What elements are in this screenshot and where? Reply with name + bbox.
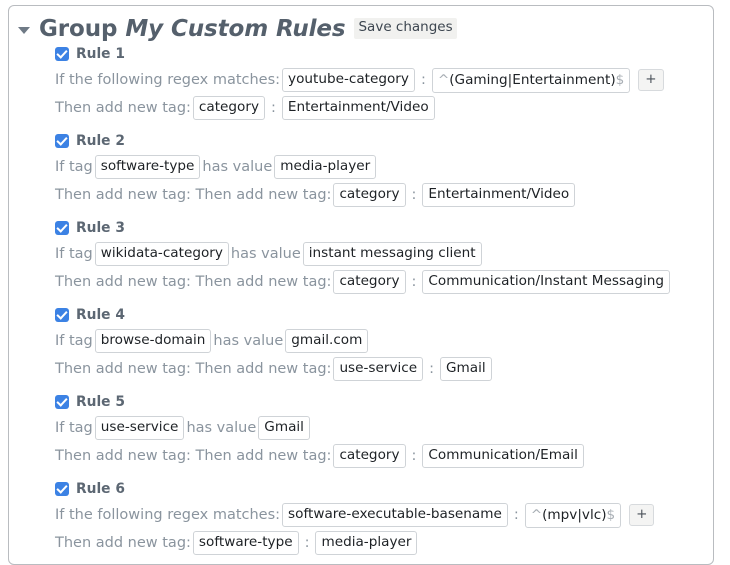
action-value-input[interactable]: media-player <box>315 530 418 556</box>
condition-tag-input[interactable]: youtube-category <box>282 67 415 93</box>
condition-value-input[interactable]: instant messaging client <box>302 241 482 267</box>
separator-colon: : <box>304 535 310 551</box>
action-tag-input[interactable]: category <box>333 182 406 208</box>
rule-name: Rule 2 <box>76 133 125 149</box>
action-tag-input[interactable]: software-type <box>192 530 299 556</box>
rule-condition-line: If tag browse-domain has value gmail.com <box>55 328 713 354</box>
has-value-label: has value <box>186 420 257 436</box>
action-value-input[interactable]: Entertainment/Video <box>281 95 435 121</box>
condition-value-input[interactable]: gmail.com <box>285 328 369 354</box>
rule-action-line: Then add new tag: Then add new tag: cate… <box>55 269 713 295</box>
action-label: Then add new tag: Then add new tag: <box>55 361 332 377</box>
rule-enabled-checkbox[interactable] <box>55 221 69 235</box>
rule-name: Rule 5 <box>76 394 125 410</box>
action-value-input[interactable]: Communication/Email <box>422 443 584 469</box>
has-value-label: has value <box>202 159 273 175</box>
rule-enabled-checkbox[interactable] <box>55 134 69 148</box>
rule-action-line: Then add new tag: category: Entertainment… <box>55 95 713 121</box>
rule-item: Rule 5 If tag use-service has value Gmail… <box>55 392 713 469</box>
condition-label: If tag <box>55 246 93 262</box>
rule-name: Rule 4 <box>76 307 125 323</box>
save-changes-button[interactable]: Save changes <box>354 18 457 39</box>
condition-label: If tag <box>55 420 93 436</box>
regex-end-anchor: $ <box>606 506 616 523</box>
group-name: My Custom Rules <box>125 16 346 42</box>
condition-label: If the following regex matches: <box>55 72 281 88</box>
regex-pattern: (Gaming|Entertainment) <box>449 71 616 88</box>
rule-condition-line: If the following regex matches: youtube-… <box>55 67 713 93</box>
rule-header: Rule 3 <box>55 218 713 238</box>
rule-item: Rule 2 If tag software-type has value med… <box>55 131 713 208</box>
rule-name: Rule 1 <box>76 46 125 62</box>
rules-list: Rule 1 If the following regex matches: yo… <box>9 40 713 556</box>
rule-action-line: Then add new tag: Then add new tag: cate… <box>55 443 713 469</box>
action-tag-input[interactable]: category <box>192 95 265 121</box>
rule-enabled-checkbox[interactable] <box>55 308 69 322</box>
separator-colon: : <box>411 274 417 290</box>
group-header: Group My Custom Rules Save changes <box>9 6 713 42</box>
regex-start-anchor: ^ <box>530 506 543 523</box>
action-label: Then add new tag: Then add new tag: <box>55 448 332 464</box>
rule-name: Rule 6 <box>76 481 125 497</box>
rule-action-line: Then add new tag: Then add new tag: use-… <box>55 356 713 382</box>
condition-regex-input[interactable]: ^(mpv|vlc)$ <box>524 502 622 528</box>
rule-item: Rule 4 If tag browse-domain has value gma… <box>55 305 713 382</box>
group-label: Group <box>39 16 118 42</box>
rule-item: Rule 6 If the following regex matches: so… <box>55 479 713 556</box>
action-label: Then add new tag: Then add new tag: <box>55 187 332 203</box>
rule-header: Rule 5 <box>55 392 713 412</box>
action-value-input[interactable]: Entertainment/Video <box>422 182 576 208</box>
condition-label: If the following regex matches: <box>55 507 281 523</box>
rule-header: Rule 1 <box>55 44 713 64</box>
separator-colon: : <box>271 100 276 116</box>
action-tag-input[interactable]: use-service <box>333 356 424 382</box>
has-value-label: has value <box>230 246 301 262</box>
has-value-label: has value <box>213 333 284 349</box>
regex-end-anchor: $ <box>615 71 625 88</box>
rule-name: Rule 3 <box>76 220 125 236</box>
rule-enabled-checkbox[interactable] <box>55 47 69 61</box>
condition-tag-input[interactable]: use-service <box>94 415 185 441</box>
rules-group-panel: Group My Custom Rules Save changes Rule … <box>8 5 714 565</box>
collapse-triangle-icon[interactable] <box>18 27 30 34</box>
separator-colon: : <box>411 448 417 464</box>
rule-action-line: Then add new tag: Then add new tag: cate… <box>55 182 713 208</box>
rule-condition-line: If tag use-service has value Gmail <box>55 415 713 441</box>
separator-colon: : <box>429 361 434 377</box>
rule-enabled-checkbox[interactable] <box>55 395 69 409</box>
rule-action-line: Then add new tag: software-type: media-pl… <box>55 530 713 556</box>
action-tag-input[interactable]: category <box>333 269 406 295</box>
action-value-input[interactable]: Gmail <box>440 356 492 382</box>
condition-tag-input[interactable]: browse-domain <box>94 328 212 354</box>
action-tag-input[interactable]: category <box>333 443 406 469</box>
condition-regex-input[interactable]: ^(Gaming|Entertainment)$ <box>431 67 631 93</box>
action-label: Then add new tag: Then add new tag: <box>55 274 332 290</box>
action-label: Then add new tag: <box>55 100 191 116</box>
regex-pattern: (mpv|vlc) <box>542 506 607 523</box>
rule-enabled-checkbox[interactable] <box>55 482 69 496</box>
rule-header: Rule 6 <box>55 479 713 499</box>
regex-start-anchor: ^ <box>437 71 450 88</box>
separator-colon: : <box>420 72 426 88</box>
condition-tag-input[interactable]: software-type <box>94 154 201 180</box>
separator-colon: : <box>513 507 519 523</box>
condition-value-input[interactable]: media-player <box>274 154 377 180</box>
condition-tag-input[interactable]: wikidata-category <box>94 241 229 267</box>
rule-condition-line: If tag wikidata-category has value insta… <box>55 241 713 267</box>
condition-tag-input[interactable]: software-executable-basename <box>282 502 508 528</box>
action-label: Then add new tag: <box>55 535 191 551</box>
add-condition-button[interactable]: + <box>638 68 664 92</box>
action-value-input[interactable]: Communication/Instant Messaging <box>422 269 671 295</box>
rule-condition-line: If tag software-type has value media-pla… <box>55 154 713 180</box>
add-condition-button[interactable]: + <box>629 503 655 527</box>
separator-colon: : <box>411 187 417 203</box>
rule-condition-line: If the following regex matches: software… <box>55 502 713 528</box>
condition-label: If tag <box>55 159 93 175</box>
condition-label: If tag <box>55 333 93 349</box>
rule-header: Rule 4 <box>55 305 713 325</box>
rule-item: Rule 3 If tag wikidata-category has value… <box>55 218 713 295</box>
rule-header: Rule 2 <box>55 131 713 151</box>
condition-value-input[interactable]: Gmail <box>258 415 310 441</box>
rule-item: Rule 1 If the following regex matches: yo… <box>55 44 713 121</box>
